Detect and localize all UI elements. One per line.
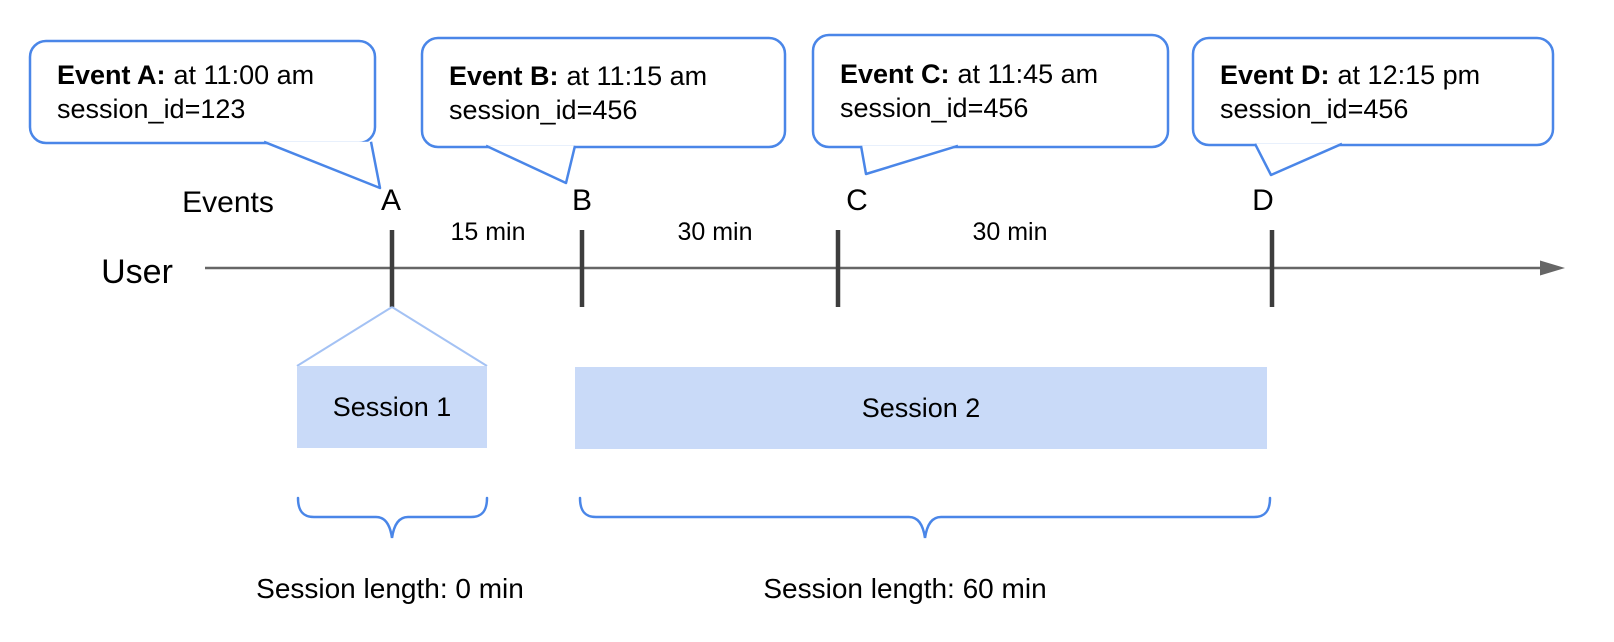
event-c-time: at 11:45 am (957, 59, 1099, 89)
callout-bubble-b (420, 36, 787, 149)
event-marker-c: C (846, 184, 868, 217)
user-axis-label: User (101, 253, 173, 291)
event-d-title: Event D: (1220, 59, 1330, 90)
callout-tail-a (263, 140, 382, 190)
event-a-title: Event A: (57, 60, 166, 90)
session-1-length-label: Session length: 0 min (256, 573, 524, 604)
callout-tail-b (485, 144, 577, 185)
events-axis-label: Events (182, 186, 274, 219)
session-1-box (297, 366, 487, 448)
event-marker-d: D (1252, 184, 1274, 217)
session-1-label: Session 1 (332, 391, 452, 422)
callout-tail-c (859, 144, 959, 176)
event-marker-b: B (571, 184, 593, 217)
event-marker-a: A (380, 184, 402, 217)
event-d-time: at 12:15 pm (1337, 59, 1481, 90)
event-b-callout-text: Event B:at 11:15 am session_id=456 (422, 38, 785, 147)
event-b-title: Event B: (449, 60, 559, 91)
event-c-line1: Event C:at 11:45 am (840, 57, 1168, 91)
interval-a-b: 15 min (450, 218, 526, 246)
event-c-session-id: session_id=456 (840, 93, 1029, 123)
event-c-callout-text: Event C:at 11:45 am session_id=456 (813, 35, 1168, 147)
callout-tail-d (1253, 142, 1343, 177)
event-a-session-id: session_id=123 (57, 94, 246, 124)
event-d-session-id: session_id=456 (1220, 93, 1409, 124)
session-2-box (575, 367, 1267, 449)
callout-bubble-c (811, 33, 1170, 149)
session-2-brace (578, 496, 1272, 539)
funnel-line-left (296, 306, 393, 367)
event-c-title: Event C: (840, 59, 950, 89)
event-a-time: at 11:00 am (173, 60, 315, 90)
event-d-line1: Event D:at 12:15 pm (1220, 58, 1553, 92)
session-1-brace (296, 496, 489, 539)
session-2-length-label: Session length: 60 min (763, 573, 1047, 604)
interval-c-d: 30 min (972, 218, 1048, 246)
funnel-line-right (391, 306, 488, 367)
timeline-arrowhead-icon (1540, 260, 1565, 276)
session-2-label: Session 2 (861, 392, 981, 423)
event-b-line1: Event B:at 11:15 am (449, 59, 785, 93)
interval-b-c: 30 min (677, 218, 753, 246)
event-b-session-id: session_id=456 (449, 94, 638, 125)
callout-bubble-a (28, 39, 377, 145)
event-a-line1: Event A:at 11:00 am (57, 58, 375, 92)
event-b-time: at 11:15 am (566, 60, 708, 91)
event-a-callout-text: Event A:at 11:00 am session_id=123 (30, 41, 375, 143)
callout-bubble-d (1191, 36, 1555, 147)
event-d-callout-text: Event D:at 12:15 pm session_id=456 (1193, 38, 1553, 145)
